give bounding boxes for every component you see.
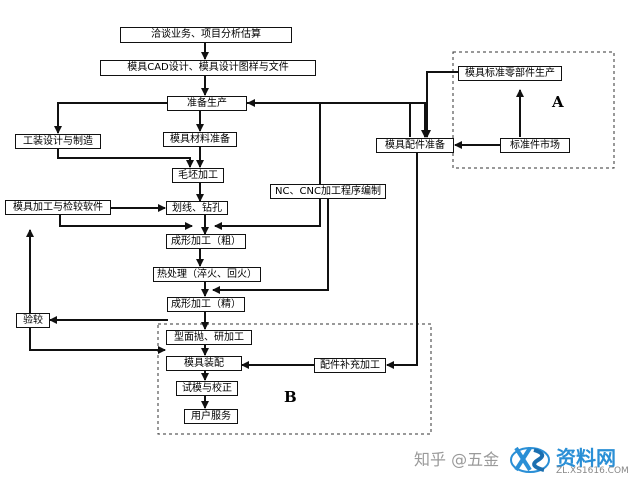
arrow-n20-n16 bbox=[386, 153, 418, 369]
node-standard-parts-market: 标准件市场 bbox=[500, 138, 570, 153]
node-supplementary-machining: 配件补充加工 bbox=[314, 358, 386, 373]
arrow-n9-n10 bbox=[214, 199, 321, 230]
region-b-label: B bbox=[284, 388, 297, 406]
arrow-n3-n4 bbox=[54, 102, 167, 134]
node-mold-assembly: 模具装配 bbox=[166, 356, 242, 371]
node-tooling-design: 工装设计与制造 bbox=[15, 134, 101, 149]
region-b-border bbox=[157, 323, 432, 435]
node-mold-parts-preparation: 模具配件准备 bbox=[376, 138, 454, 153]
region-a-border bbox=[452, 51, 615, 169]
arrow-n19-n20 bbox=[423, 71, 458, 138]
node-blank-processing: 毛坯加工 bbox=[172, 168, 224, 183]
node-forming-fine: 成形加工（精） bbox=[167, 297, 245, 312]
site-logo-text: 资料网 bbox=[556, 446, 616, 470]
site-url: ZL.XS1616.COM bbox=[556, 466, 629, 476]
node-forming-rough: 成形加工（粗） bbox=[166, 234, 246, 249]
node-prepare-production: 准备生产 bbox=[167, 96, 247, 111]
zhihu-watermark: 知乎 @五金 bbox=[414, 450, 500, 469]
node-trial-correction: 试模与校正 bbox=[176, 381, 238, 396]
node-business-negotiation: 洽谈业务、项目分析估算 bbox=[120, 27, 292, 43]
arrow-n4-n6 bbox=[57, 148, 194, 168]
node-standard-parts-production: 模具标准零部件生产 bbox=[458, 66, 562, 81]
node-surface-polishing: 型面抛、研加工 bbox=[166, 330, 252, 345]
node-customer-service: 用户服务 bbox=[184, 409, 238, 424]
xs-logo-icon bbox=[510, 446, 550, 473]
arrow-n7-n10 bbox=[59, 214, 193, 230]
node-machining-software: 模具加工与检较软件 bbox=[5, 200, 111, 215]
node-marking-drilling: 划线、钻孔 bbox=[166, 201, 228, 215]
arrow-n20-n3 bbox=[247, 99, 411, 137]
node-mold-cad-design: 模具CAD设计、模具设计图样与文件 bbox=[100, 60, 316, 76]
region-a-label: A bbox=[552, 93, 564, 111]
arrow-n3-n9 bbox=[240, 102, 321, 184]
arrow-n13-n15 bbox=[29, 328, 166, 354]
node-nc-programming: NC、CNC加工程序编制 bbox=[270, 184, 386, 199]
node-heat-treatment: 热处理（淬火、回火） bbox=[153, 267, 261, 282]
node-inspection: 验较 bbox=[16, 313, 50, 328]
node-mold-material: 模具材料准备 bbox=[163, 132, 237, 147]
arrow-n3-n20 bbox=[248, 102, 429, 138]
arrow-n9-n12 bbox=[212, 199, 329, 294]
